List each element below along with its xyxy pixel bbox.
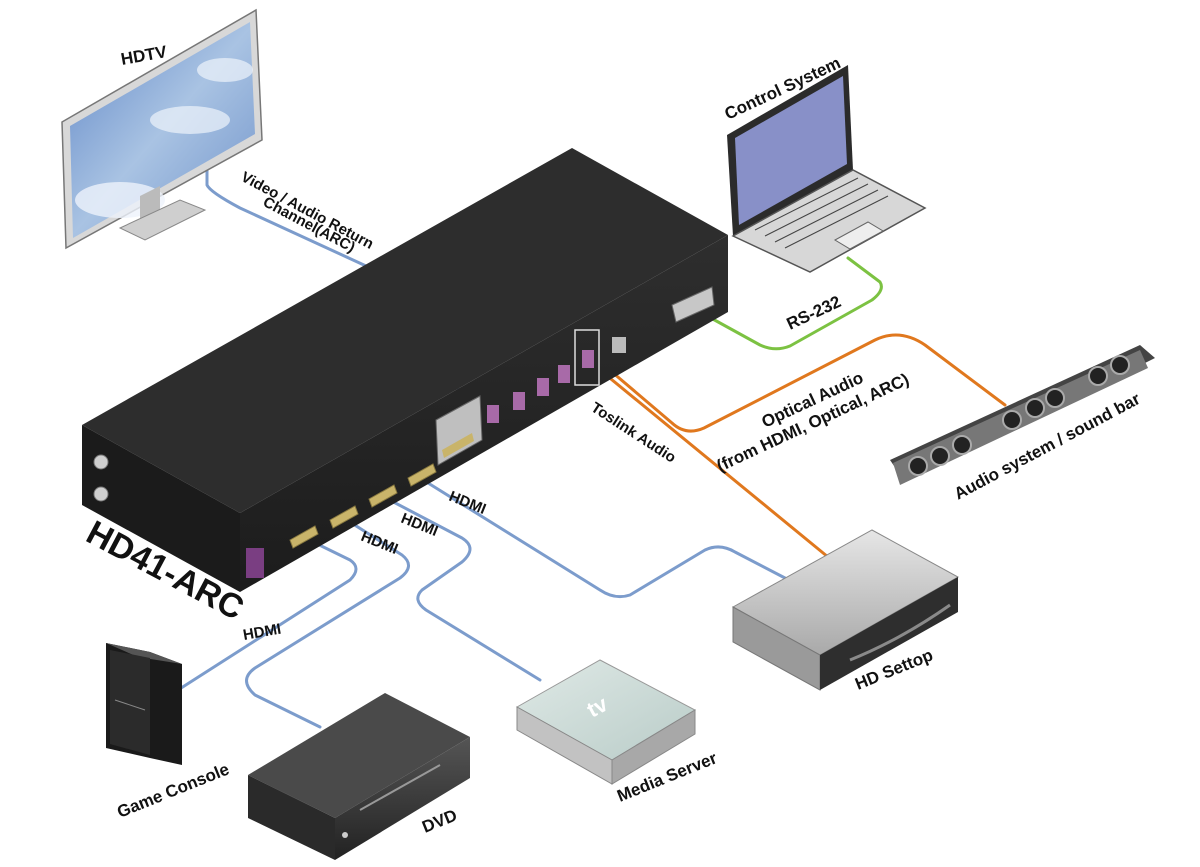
toslink-cable: [598, 368, 830, 559]
media-server-icon: tv: [515, 659, 697, 785]
hdmi-cable-2: [245, 515, 410, 729]
optical-cable: [590, 333, 1007, 433]
hdmi-cable-3: [380, 494, 542, 682]
game-console-label: Game Console: [114, 759, 231, 821]
settop-box-icon: [731, 529, 960, 691]
dvd-player-icon: [248, 693, 470, 860]
laptop-icon: [727, 65, 927, 273]
rs232-cable: [698, 256, 883, 351]
optical-label-line2: (from HDMI, Optical, ARC): [714, 370, 912, 476]
hdmi-label-2: HDMI: [359, 528, 401, 558]
hdmi-cable-4: [418, 476, 787, 599]
hdmi-label-1: HDMI: [242, 621, 283, 644]
game-console-icon: [106, 643, 182, 765]
dvd-label: DVD: [419, 806, 459, 837]
hdmi-label-4: HDMI: [447, 488, 489, 518]
toslink-label: Toslink Audio: [588, 399, 679, 466]
hdmi-switch-icon: [82, 148, 728, 592]
hdtv-icon: [61, 8, 263, 250]
hdmi-cable-1: [176, 535, 358, 692]
rs232-label: RS-232: [784, 292, 844, 334]
soundbar-icon: [890, 345, 1155, 485]
